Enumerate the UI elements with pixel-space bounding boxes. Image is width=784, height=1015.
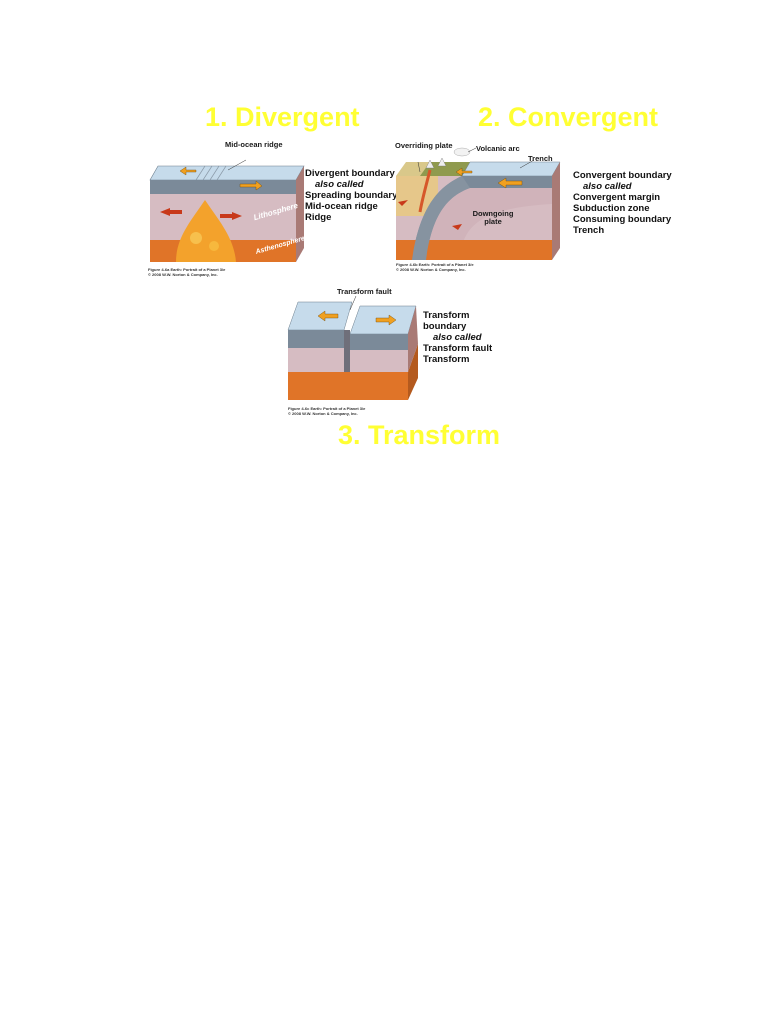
convergent-term: Consuming boundary [573, 214, 672, 225]
arrow-left-icon [317, 310, 339, 322]
arrow-right-red-icon [220, 212, 242, 220]
convergent-block-diagram [396, 147, 561, 260]
transform-term: also called [433, 332, 482, 343]
divergent-term: also called [315, 179, 364, 190]
caption-line: © 2008 W.W. Norton & Company, Inc. [396, 267, 466, 272]
transform-block-diagram [287, 295, 418, 400]
caption-line: Figure 4-6a Earth: Portrait of a Planet … [148, 267, 226, 272]
divergent-term: Spreading boundary [305, 190, 398, 201]
convergent-term: Convergent boundary [573, 170, 672, 181]
convergent-term: Convergent margin [573, 192, 661, 203]
arrow-right-icon [375, 314, 397, 326]
convergent-term: Subduction zone [573, 203, 650, 214]
trench-callout: Trench [528, 154, 553, 163]
caption-line: © 2008 W.W. Norton & Company, Inc. [288, 411, 358, 416]
divergent-block-diagram [149, 159, 305, 262]
volcanic-arc-callout: Volcanic arc [476, 144, 520, 153]
divergent-term: Mid-ocean ridge [305, 201, 378, 212]
transform-term: Transform [423, 354, 470, 365]
transform-caption: Figure 4-6c Earth: Portrait of a Planet … [288, 406, 365, 416]
transform-term: Transform fault [423, 343, 493, 354]
divergent-terms: Divergent boundary also called Spreading… [305, 168, 397, 223]
convergent-panel: Overriding plate Volcanic arc Trench Dow… [0, 0, 784, 300]
arrow-red-icon [398, 200, 408, 206]
caption-line: Figure 4-6c Earth: Portrait of a Planet … [288, 406, 366, 411]
overriding-plate-callout: Overriding plate [395, 141, 453, 150]
mid-ocean-ridge-callout: Mid-ocean ridge [225, 140, 283, 149]
caption-line: Figure 4-6b Earth: Portrait of a Planet … [396, 262, 474, 267]
divergent-panel: Mid-ocean ridge Lithosphere Asthenospher… [0, 0, 784, 300]
convergent-term: also called [583, 181, 632, 192]
transform-term: Transform [423, 310, 470, 321]
arrow-right-icon [239, 180, 263, 191]
arrow-left-icon [455, 167, 473, 177]
convergent-term: Trench [573, 225, 605, 236]
arrow-left-red-icon [160, 208, 182, 216]
transform-title: 3. Transform [338, 420, 501, 450]
convergent-title: 2. Convergent [478, 102, 659, 132]
caption-line: © 2008 W.W. Norton & Company, Inc. [148, 272, 218, 277]
divergent-term: Divergent boundary [305, 168, 395, 179]
arrow-left-icon [497, 177, 523, 189]
transform-panel: Transform fault Transform boundary also … [0, 0, 784, 420]
convergent-caption: Figure 4-6b Earth: Portrait of a Planet … [396, 262, 474, 272]
convergent-terms: Convergent boundary also called Converge… [573, 170, 672, 236]
transform-term: boundary [423, 321, 467, 332]
downgoing-plate-callout: Downgoing plate [472, 209, 514, 226]
arrow-red-icon [452, 224, 462, 230]
divergent-caption: Figure 4-6a Earth: Portrait of a Planet … [148, 267, 225, 277]
divergent-term: Ridge [305, 212, 332, 223]
divergent-title: 1. Divergent [205, 102, 360, 132]
transform-fault-callout: Transform fault [337, 287, 392, 296]
arrow-left-icon [179, 166, 197, 176]
transform-terms: Transform boundary also called Transform… [423, 310, 492, 365]
